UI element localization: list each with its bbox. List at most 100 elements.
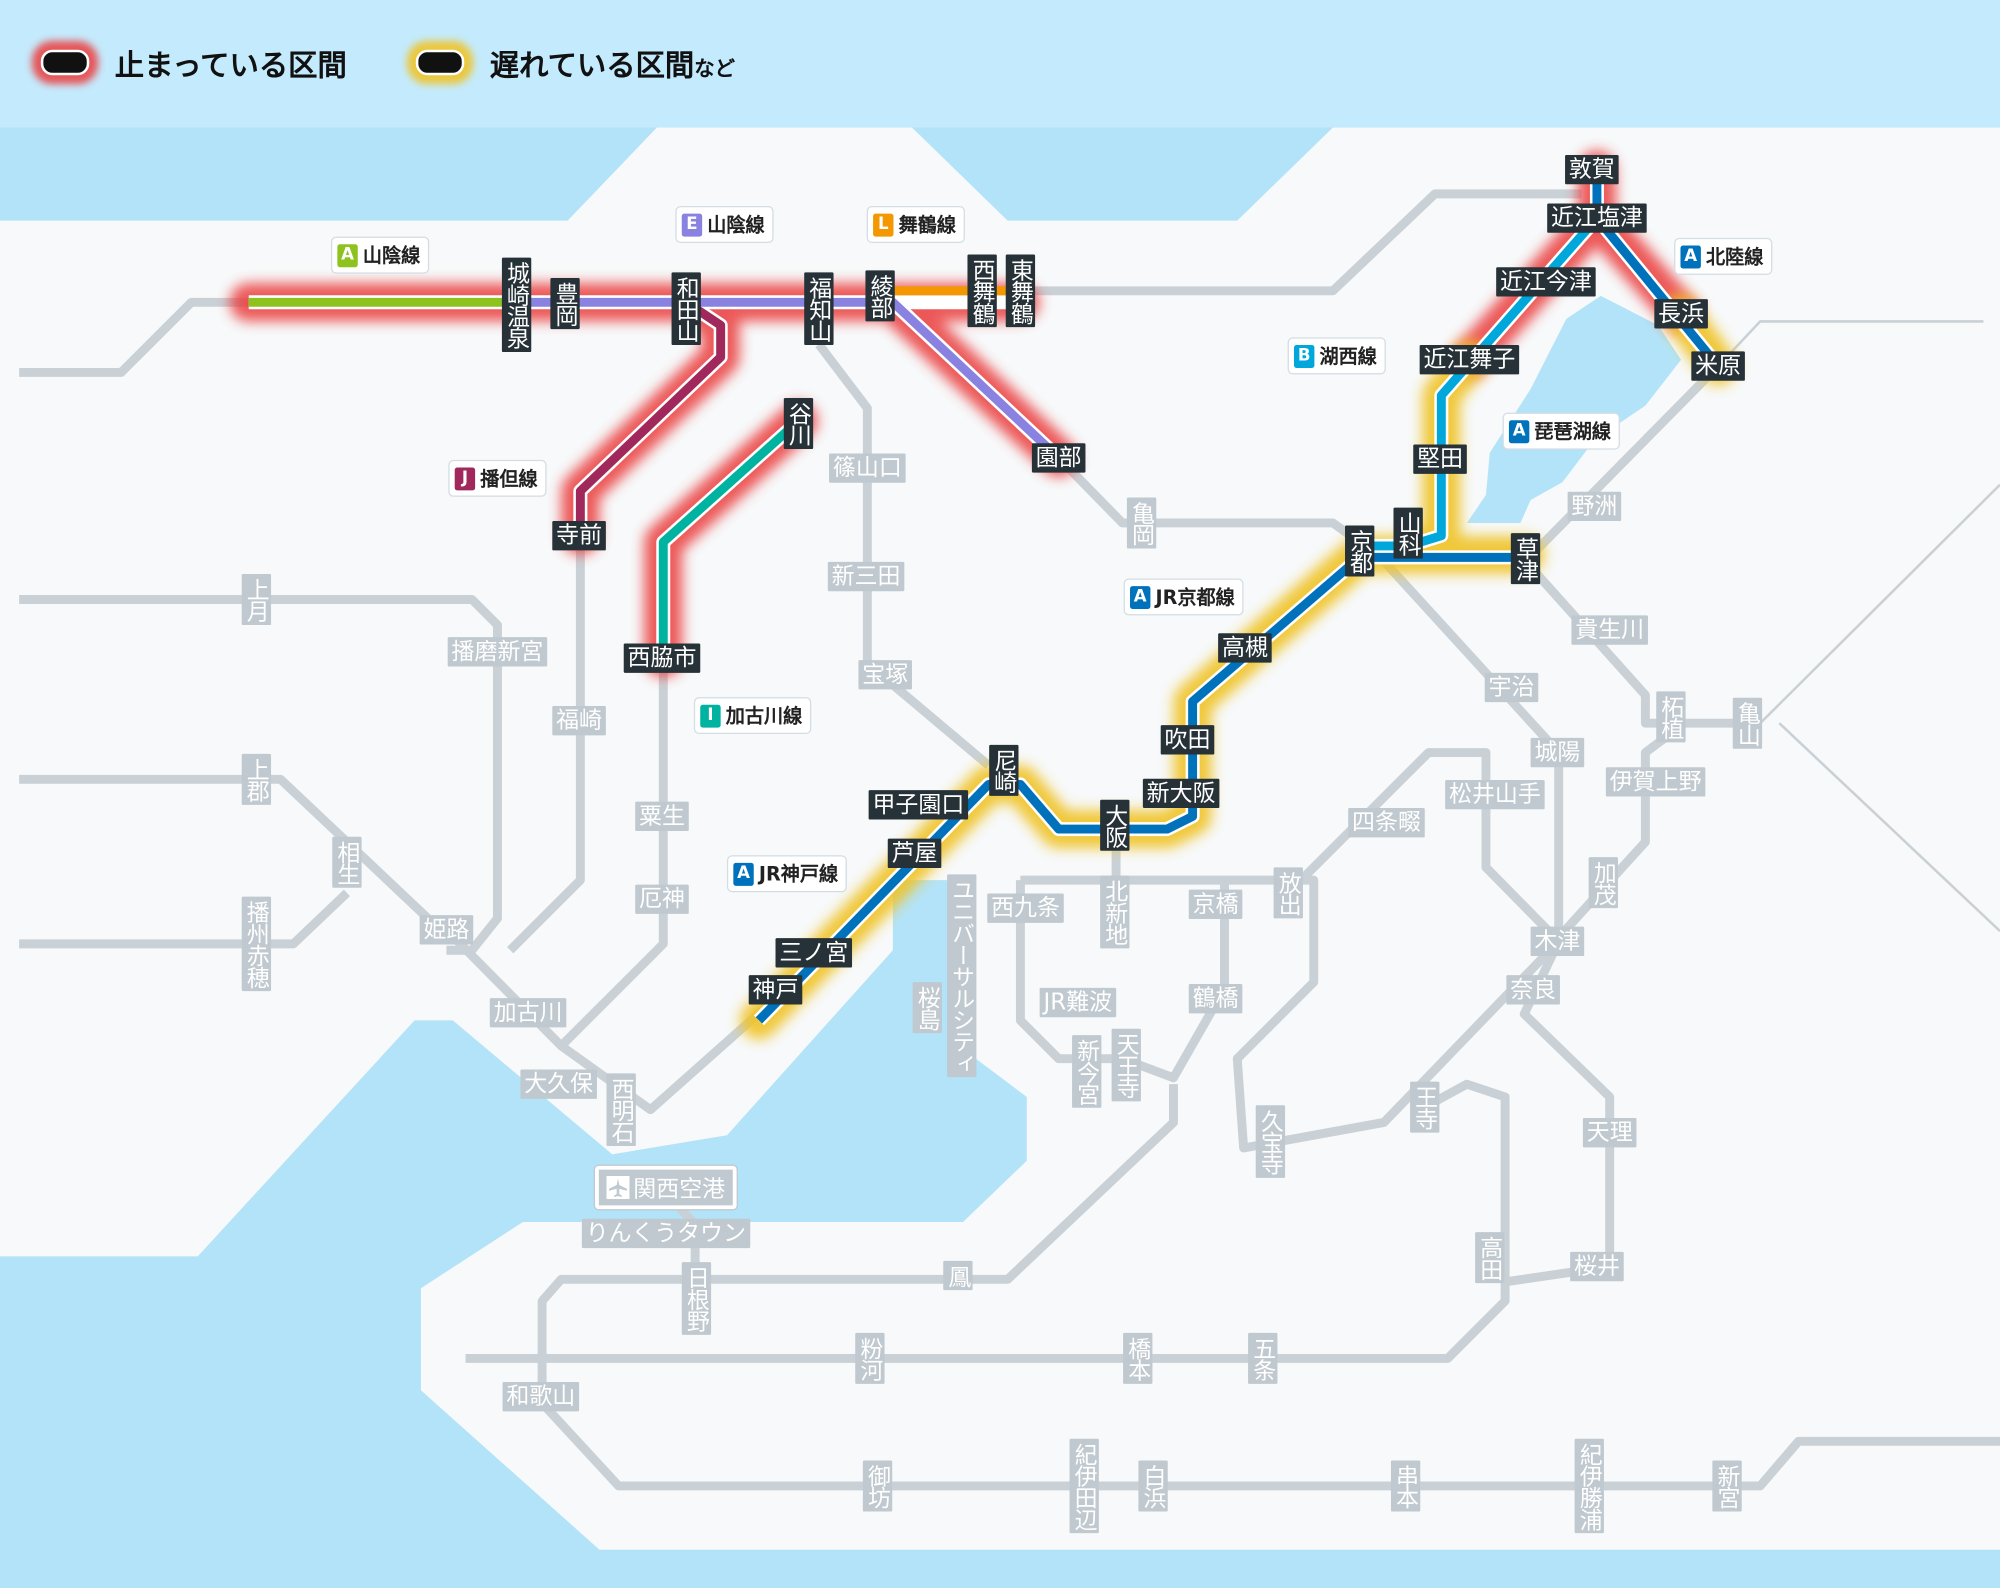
station-affected[interactable]: 芦屋 — [887, 838, 942, 868]
station[interactable]: 城陽 — [1530, 737, 1585, 768]
station[interactable]: 天理 — [1582, 1117, 1637, 1148]
station-affected[interactable]: 西脇市 — [623, 643, 701, 673]
station[interactable]: JR難波 — [1039, 987, 1116, 1018]
station[interactable]: 姫路 — [419, 915, 474, 945]
station-affected[interactable]: 近江舞子 — [1419, 345, 1520, 375]
station[interactable]: ユニバーサルシティ — [947, 874, 977, 1078]
station[interactable]: 松井山手 — [1445, 779, 1545, 810]
station[interactable]: 和歌山 — [502, 1382, 580, 1412]
station[interactable]: 加古川 — [489, 998, 567, 1028]
station[interactable]: 厄神 — [635, 884, 689, 914]
station-affected[interactable]: 甲子園口 — [868, 790, 969, 820]
station-affected[interactable]: 神戸 — [748, 975, 803, 1005]
station[interactable]: 奈良 — [1506, 975, 1560, 1005]
station[interactable]: 天王寺 — [1111, 1028, 1141, 1102]
station[interactable]: 亀山 — [1732, 697, 1763, 749]
line-letter-badge: A — [1130, 585, 1151, 609]
station[interactable]: 粟生 — [635, 801, 689, 831]
station-affected[interactable]: 尼崎 — [989, 744, 1019, 796]
station[interactable]: 四条畷 — [1348, 808, 1425, 838]
station-affected[interactable]: 園部 — [1031, 443, 1086, 473]
station-affected[interactable]: 綾部 — [865, 270, 895, 322]
station-affected[interactable]: 城崎温泉 — [501, 257, 532, 353]
station[interactable]: 白浜 — [1138, 1460, 1168, 1512]
station[interactable]: 御坊 — [862, 1460, 893, 1512]
station[interactable]: 西九条 — [987, 893, 1064, 923]
station[interactable]: 日根野 — [681, 1262, 712, 1335]
station[interactable]: 鶴橋 — [1188, 984, 1243, 1014]
station[interactable]: 柘植 — [1656, 691, 1686, 743]
station[interactable]: 播磨新宮 — [447, 637, 548, 667]
station[interactable]: 上月 — [241, 573, 272, 625]
station[interactable]: 木津 — [1530, 926, 1585, 956]
station[interactable]: 新三田 — [827, 561, 905, 592]
station-affected[interactable]: 寺前 — [552, 521, 606, 551]
station[interactable]: 福崎 — [552, 705, 606, 736]
station[interactable]: 新宮 — [1712, 1460, 1742, 1512]
station[interactable]: 桜井 — [1570, 1251, 1624, 1282]
station[interactable]: 亀岡 — [1126, 497, 1157, 549]
station-affected[interactable]: 東舞鶴 — [1005, 254, 1036, 328]
station[interactable]: 五条 — [1248, 1332, 1278, 1384]
station[interactable]: 大久保 — [520, 1069, 597, 1099]
station[interactable]: 伊賀上野 — [1605, 767, 1706, 797]
station[interactable]: 貴生川 — [1571, 615, 1648, 645]
line-name: 山陰線 — [362, 244, 421, 268]
station[interactable]: 相生 — [332, 836, 362, 888]
station[interactable]: 播州赤穂 — [241, 896, 272, 992]
station-affected[interactable]: 堅田 — [1413, 444, 1467, 474]
station-affected[interactable]: 京都 — [1345, 525, 1375, 577]
station[interactable]: 上郡 — [241, 753, 272, 805]
station-affected[interactable]: 敦賀 — [1565, 154, 1619, 185]
station[interactable]: 橋本 — [1123, 1332, 1153, 1384]
station-affected[interactable]: 大阪 — [1100, 799, 1130, 851]
station-affected[interactable]: 三ノ宮 — [775, 938, 853, 968]
station[interactable]: 桜島 — [912, 982, 942, 1034]
station-affected[interactable]: 福知山 — [804, 272, 834, 346]
station-affected[interactable]: 長浜 — [1654, 299, 1708, 329]
station[interactable]: 宇治 — [1484, 672, 1539, 703]
station-affected[interactable]: 米原 — [1691, 351, 1745, 381]
station[interactable]: 王寺 — [1410, 1081, 1440, 1133]
station-affected[interactable]: 西舞鶴 — [967, 254, 997, 328]
station[interactable]: 鳳 — [943, 1260, 973, 1291]
station[interactable]: 野洲 — [1567, 491, 1622, 522]
station[interactable]: 粉河 — [855, 1332, 885, 1384]
station[interactable]: 串本 — [1390, 1460, 1421, 1512]
station[interactable]: りんくうタウン — [581, 1218, 750, 1249]
station-affected[interactable]: 草津 — [1510, 533, 1541, 585]
line-letter-badge: A — [337, 243, 358, 267]
station[interactable]: 宝塚 — [858, 660, 912, 690]
station[interactable]: 京橋 — [1188, 889, 1243, 920]
station[interactable]: 西明石 — [606, 1073, 636, 1147]
station-affected[interactable]: 近江塩津 — [1547, 203, 1647, 233]
station-affected[interactable]: 谷川 — [783, 397, 814, 449]
station[interactable]: 新今宮 — [1072, 1035, 1102, 1108]
station[interactable]: 高田 — [1475, 1232, 1505, 1284]
station-affected[interactable]: 吹田 — [1160, 725, 1215, 755]
station[interactable]: 久宝寺 — [1255, 1105, 1286, 1178]
station[interactable]: 北新地 — [1100, 875, 1130, 949]
station[interactable]: 放出 — [1273, 867, 1303, 919]
station[interactable]: 紀伊田辺 — [1069, 1438, 1099, 1534]
station-affected[interactable]: 豊岡 — [550, 278, 580, 330]
station[interactable]: 篠山口 — [829, 453, 906, 483]
station[interactable]: 紀伊勝浦 — [1574, 1438, 1604, 1534]
station[interactable]: 加茂 — [1588, 857, 1618, 909]
station-affected[interactable]: 和田山 — [671, 272, 701, 346]
station-affected[interactable]: 山科 — [1393, 507, 1423, 559]
station-affected[interactable]: 近江今津 — [1496, 267, 1596, 297]
airport-label[interactable]: 関西空港 — [595, 1165, 737, 1210]
station-affected[interactable]: 高槻 — [1218, 633, 1272, 663]
station-affected[interactable]: 新大阪 — [1142, 778, 1220, 809]
